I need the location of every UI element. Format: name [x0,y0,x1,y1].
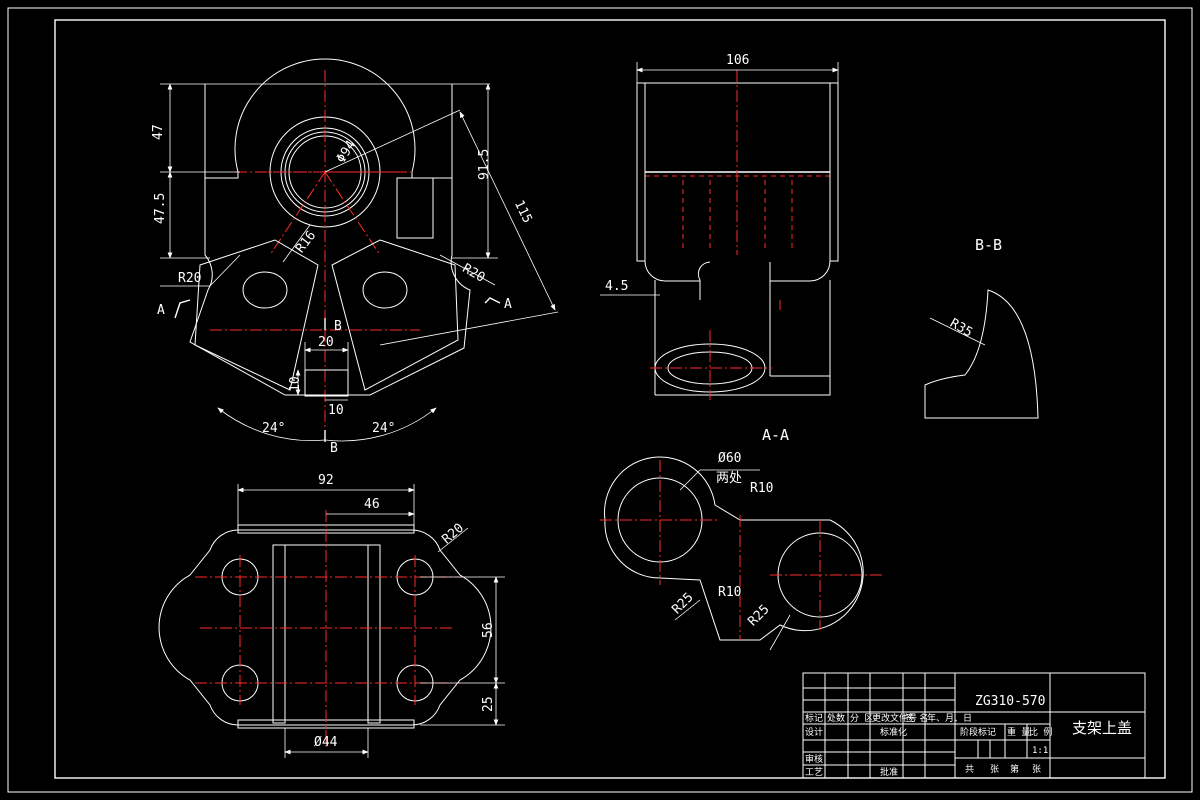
part-name: 支架上盖 [1072,719,1132,737]
dim-115: 115 [511,198,535,226]
tb-change-doc: 更改文件号 [872,712,917,724]
dim-91-5: 91.5 [477,149,492,180]
dim-24deg-right: 24° [372,421,395,436]
front-view: 47 47.5 Φ94 91.5 115 R20 R20 R16 20 10 1… [151,58,559,456]
tb-standard: 标准化 [880,726,907,738]
note-two-places: 两处 [716,471,742,486]
tb-process: 工艺 [805,767,823,778]
dim-phi94: Φ94 [334,138,359,166]
dim-46: 46 [364,497,380,512]
part-number: ZG310-570 [975,694,1045,709]
dim-r20-top: R20 [439,521,467,548]
tb-review: 审核 [805,753,823,765]
dim-20: 20 [318,335,334,350]
section-bb: B-B R35 [924,236,1039,419]
dim-106: 106 [726,53,749,68]
title-block: ZG310-570 支架上盖 标记 处数 分 区 更改文件号 签 名 年、月、日… [802,672,1146,779]
section-mark-b-top: B [334,319,342,334]
section-mark-a-right: A [504,297,512,312]
dim-r10-bottom: R10 [718,585,741,600]
section-bb-title: B-B [975,236,1002,254]
tb-scale: 比 例 [1029,726,1052,738]
dim-r20-right: R20 [460,261,488,286]
section-mark-a-left: A [157,303,165,318]
tb-weight: 重 量 [1007,726,1030,738]
outer-frame [7,7,1193,793]
tb-count: 处数 [827,712,845,724]
dim-4-5: 4.5 [605,279,628,294]
dim-r20-left: R20 [178,271,201,286]
dim-92: 92 [318,473,334,488]
tb-sheets-zhang2: 张 [1032,764,1041,775]
dim-r25-right: R25 [745,602,772,629]
dim-r35: R35 [947,316,975,341]
dim-r16: R16 [293,228,319,256]
section-aa: A-A Ø60 两处 R10 R10 R25 R25 [600,426,885,651]
dim-24deg-left: 24° [262,421,285,436]
tb-design: 设计 [805,726,823,738]
tb-date: 年、月、日 [927,712,972,724]
dim-10-horiz: 10 [328,403,344,418]
tb-sign: 签 名 [905,712,928,724]
tb-sheets-zhang: 张 [990,764,999,775]
dim-phi60: Ø60 [718,451,741,466]
side-view: 106 4.5 [600,53,839,400]
dim-r10-top: R10 [750,481,773,496]
tb-sheets-di: 第 [1010,763,1019,775]
tb-stage: 阶段标记 [960,726,996,738]
tb-approve: 批准 [880,766,898,778]
dim-47: 47 [151,124,166,140]
section-mark-b-bottom: B [330,441,338,456]
dim-phi44: Ø44 [314,735,338,750]
top-view: 92 46 R20 56 25 Ø44 [158,473,505,758]
tb-mark: 标记 [805,712,823,724]
dim-56: 56 [481,622,496,638]
dim-47-5: 47.5 [153,193,168,224]
dim-r25-left: R25 [669,590,696,617]
inner-frame [54,19,1166,779]
tb-zone: 分 区 [850,713,873,724]
dim-10-vert: 10 [288,376,303,392]
dim-25: 25 [481,696,496,712]
section-aa-title: A-A [762,426,789,444]
tb-scale-value: 1:1 [1032,746,1048,756]
tb-sheets-total: 共 [965,764,974,775]
